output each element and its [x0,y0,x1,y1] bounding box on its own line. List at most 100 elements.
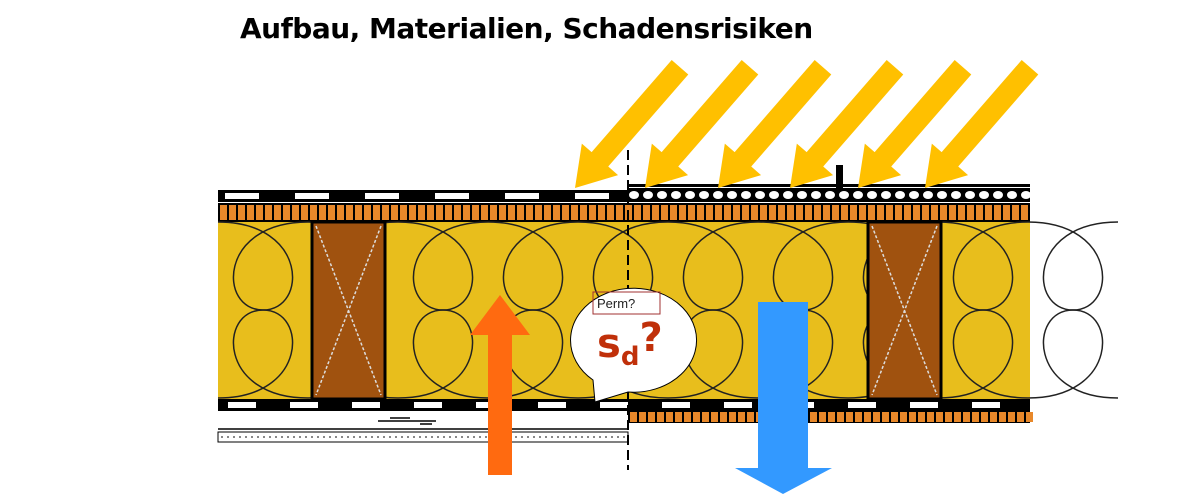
plaster-dot [557,436,559,438]
brick [274,205,281,220]
membrane-bead [1007,191,1017,199]
brick [913,205,920,220]
brick [328,205,335,220]
plaster-dot [551,436,553,438]
membrane-bead [629,191,639,199]
membrane-dash [414,402,442,408]
brick [508,205,515,220]
speech-bubble: Perm? sd? [570,287,698,403]
plaster-dot [431,436,433,438]
plaster-dot [539,436,541,438]
brick [1026,412,1033,422]
sun-radiation-arrow [925,60,1039,188]
plaster-dot [311,436,313,438]
brick [936,412,943,422]
brick [702,412,709,422]
brick [589,205,596,220]
plaster-dot [587,436,589,438]
sun-radiation-arrow [790,60,904,188]
brick [823,205,830,220]
brick [949,205,956,220]
membrane-bead [1021,191,1031,199]
plaster-dot [359,436,361,438]
membrane-bead [895,191,905,199]
membrane-bead [923,191,933,199]
brick [481,205,488,220]
brick [747,412,754,422]
membrane-dash [972,402,1000,408]
membrane-dash [662,402,690,408]
membrane-bead [783,191,793,199]
plaster-dot [533,436,535,438]
plaster-dot [287,436,289,438]
brick [454,205,461,220]
brick [724,205,731,220]
plaster-dot [323,436,325,438]
membrane-dash [228,402,256,408]
brick [580,205,587,220]
brick [720,412,727,422]
brick [517,205,524,220]
page-title: Aufbau, Materialien, Schadensrisiken [240,12,813,45]
plaster-dot [383,436,385,438]
membrane-bead [685,191,695,199]
brick [1003,205,1010,220]
brick [855,412,862,422]
membrane-bead [993,191,1003,199]
plaster-dot [245,436,247,438]
plaster-dot [365,436,367,438]
plaster-dot [593,436,595,438]
plaster-dot [419,436,421,438]
plaster-dot [263,436,265,438]
plaster-dot [467,436,469,438]
membrane-dash [225,193,259,199]
brick [436,205,443,220]
plaster-dot [521,436,523,438]
brick [927,412,934,422]
brick [535,205,542,220]
brick [400,205,407,220]
plaster-dot [479,436,481,438]
brick [337,205,344,220]
membrane-dash [538,402,566,408]
brick [882,412,889,422]
brick [1008,412,1015,422]
warm-vapor-arrow-up [470,295,530,475]
brick [837,412,844,422]
brick [909,412,916,422]
membrane-bead [741,191,751,199]
brick [981,412,988,422]
brick [1021,205,1028,220]
membrane-bead [979,191,989,199]
plaster-dot [299,436,301,438]
brick [868,205,875,220]
membrane-dash [352,402,380,408]
plaster-dot [347,436,349,438]
plaster-dot [335,436,337,438]
brick [319,205,326,220]
brick [675,412,682,422]
brick [715,205,722,220]
brick [666,412,673,422]
brick [693,412,700,422]
brick [886,205,893,220]
brick [643,205,650,220]
cold-arrow-down [735,302,832,494]
plaster-dot [305,436,307,438]
plaster-dot [221,436,223,438]
plaster-dot [269,436,271,438]
plaster-dot [239,436,241,438]
brick [391,205,398,220]
membrane-bead [965,191,975,199]
plaster-dot [353,436,355,438]
brick [265,205,272,220]
roof-post [836,165,843,189]
membrane-bead [951,191,961,199]
roof-line [628,184,1030,187]
brick [562,205,569,220]
brick [877,205,884,220]
brick [841,205,848,220]
brick [238,205,245,220]
sun-radiation-arrow [575,60,689,188]
